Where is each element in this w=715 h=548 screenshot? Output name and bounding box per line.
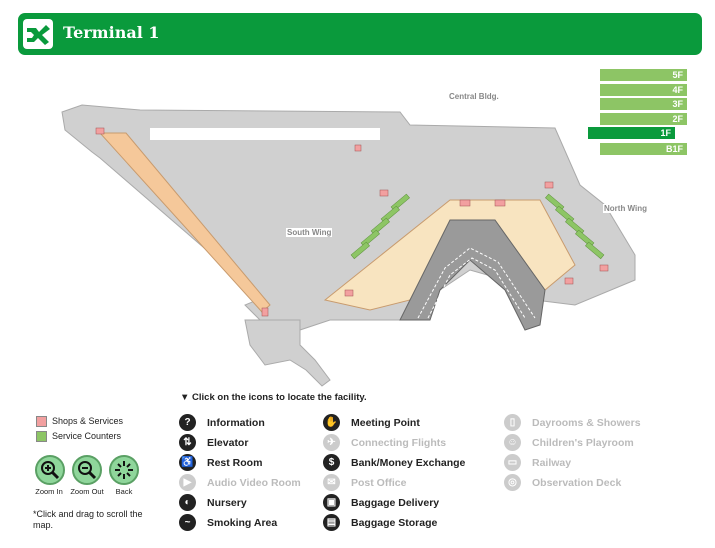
legend-shops-swatch: [36, 416, 47, 428]
information-icon: ?: [179, 414, 196, 431]
dayrooms-icon: ▯: [504, 414, 521, 431]
floor-2f-button[interactable]: 2F: [600, 112, 687, 125]
facility-label: Connecting Flights: [351, 436, 447, 449]
facility-label: Observation Deck: [532, 476, 622, 489]
facility-observation-deck: ◎ Observation Deck: [504, 474, 621, 491]
facility-connecting-flights: ✈ Connecting Flights: [323, 434, 446, 451]
header-bar: Terminal 1: [18, 13, 702, 55]
facility-meeting-point[interactable]: ✋ Meeting Point: [323, 414, 420, 431]
playroom-icon: ☺: [504, 434, 521, 451]
facility-label: Bank/Money Exchange: [351, 456, 466, 469]
baggage-storage-icon: ▤: [323, 514, 340, 531]
smoking-icon: ~: [179, 514, 196, 531]
legend-counters-swatch: [36, 431, 47, 443]
floor-4f-button[interactable]: 4F: [600, 83, 687, 96]
facility-railway: ▭ Railway: [504, 454, 571, 471]
facility-label: Baggage Storage: [351, 516, 438, 529]
zoom-out-label: Zoom Out: [70, 487, 104, 496]
legend-shops-label: Shops & Services: [52, 416, 124, 426]
facility-baggage-storage[interactable]: ▤ Baggage Storage: [323, 514, 437, 531]
facility-label: Post Office: [351, 476, 407, 489]
floor-1f-button[interactable]: 1F: [588, 127, 675, 139]
facility-label: Children's Playroom: [532, 436, 634, 449]
facility-childrens-playroom: ☺ Children's Playroom: [504, 434, 634, 451]
map-label-south-wing: South Wing: [286, 228, 333, 237]
facility-nursery[interactable]: ◐ Nursery: [179, 494, 247, 511]
bank-icon: $: [323, 454, 340, 471]
facility-information[interactable]: ? Information: [179, 414, 265, 431]
facility-rest-room[interactable]: ♿ Rest Room: [179, 454, 262, 471]
observation-deck-icon: ◎: [504, 474, 521, 491]
map-label-central-bldg: Central Bldg.: [448, 92, 500, 101]
facility-label: Smoking Area: [207, 516, 278, 529]
map-label-north-wing: North Wing: [603, 204, 649, 213]
zoom-in-icon: [41, 461, 60, 480]
floor-selector: 5F 4F 3F 2F 1F B1F: [588, 69, 687, 158]
facility-dayrooms-showers: ▯ Dayrooms & Showers: [504, 414, 641, 431]
baggage-delivery-icon: ▣: [323, 494, 340, 511]
legend-shops: Shops & Services: [36, 416, 124, 428]
zoom-in-label: Zoom In: [35, 487, 63, 496]
facility-audio-video-room: ▶ Audio Video Room: [179, 474, 301, 491]
terminal-logo: [23, 19, 53, 49]
rest-room-icon: ♿: [179, 454, 196, 471]
floor-3f-button[interactable]: 3F: [600, 98, 687, 110]
facility-label: Dayrooms & Showers: [532, 416, 641, 429]
drag-note: *Click and drag to scroll the map.: [33, 509, 143, 530]
elevator-icon: ⇅: [179, 434, 196, 451]
facility-label: Nursery: [207, 496, 247, 509]
zoom-in-button[interactable]: [35, 455, 65, 485]
back-button[interactable]: [109, 455, 139, 485]
railway-icon: ▭: [504, 454, 521, 471]
facility-bank-money-exchange[interactable]: $ Bank/Money Exchange: [323, 454, 465, 471]
nursery-icon: ◐: [179, 494, 196, 511]
floor-b1f-button[interactable]: B1F: [600, 143, 687, 155]
zoom-out-button[interactable]: [72, 455, 102, 485]
facility-baggage-delivery[interactable]: ▣ Baggage Delivery: [323, 494, 439, 511]
facility-instruction: ▼ Click on the icons to locate the facil…: [180, 392, 367, 403]
facility-label: Railway: [532, 456, 572, 469]
facility-label: Baggage Delivery: [351, 496, 440, 509]
connecting-flights-icon: ✈: [323, 434, 340, 451]
facility-post-office: ✉ Post Office: [323, 474, 406, 491]
facility-smoking-area[interactable]: ~ Smoking Area: [179, 514, 277, 531]
back-label: Back: [115, 487, 133, 496]
audio-video-icon: ▶: [179, 474, 196, 491]
zoom-out-icon: [78, 461, 97, 480]
legend-counters: Service Counters: [36, 431, 122, 443]
facility-label: Elevator: [207, 436, 249, 449]
reset-view-icon: [115, 461, 133, 479]
facility-label: Rest Room: [207, 456, 263, 469]
floor-5f-button[interactable]: 5F: [600, 69, 687, 81]
post-office-icon: ✉: [323, 474, 340, 491]
facility-label: Audio Video Room: [207, 476, 301, 489]
page-title: Terminal 1: [63, 23, 160, 42]
facility-label: Meeting Point: [351, 416, 420, 429]
legend-counters-label: Service Counters: [52, 431, 122, 441]
facility-label: Information: [207, 416, 265, 429]
facility-elevator[interactable]: ⇅ Elevator: [179, 434, 248, 451]
meeting-point-icon: ✋: [323, 414, 340, 431]
